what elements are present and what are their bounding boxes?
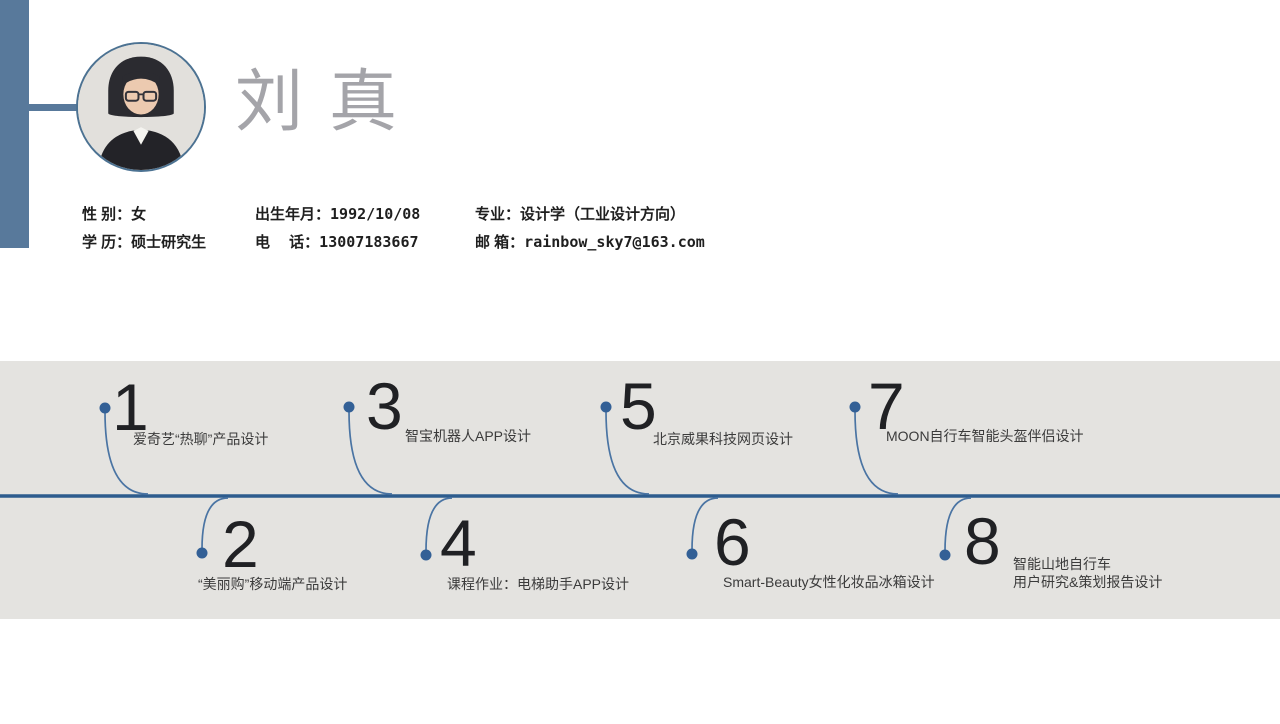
field-education: 学 历：硕士研究生: [82, 233, 207, 251]
field-label: 性 别：: [82, 206, 132, 223]
field-label: 邮 箱：: [475, 234, 525, 251]
field-label: 出生年月：: [255, 206, 331, 223]
field-value: rainbow_sky7@163.com: [524, 233, 705, 251]
profile-photo: [76, 42, 206, 172]
photo-connector-line: [29, 104, 80, 111]
field-label: 专业：: [475, 206, 521, 223]
timeline-number-6: 6: [714, 505, 751, 579]
timeline-number-1: 1: [112, 370, 149, 444]
avatar: [78, 44, 204, 170]
timeline-number-8: 8: [964, 504, 1001, 578]
timeline-label-1: 爱奇艺“热聊”产品设计: [133, 431, 269, 447]
timeline-label-6: Smart-Beauty女性化妆品冰箱设计: [723, 574, 935, 590]
timeline-number-7: 7: [868, 369, 905, 443]
timeline-number-5: 5: [620, 369, 657, 443]
field-gender: 性 别：女: [82, 205, 147, 223]
field-label: 学 历：: [82, 234, 132, 251]
field-birthdate: 出生年月：1992/10/08: [255, 205, 421, 223]
field-value: 13007183667: [319, 233, 419, 251]
field-label: 电 话：: [255, 234, 320, 251]
timeline-label-3: 智宝机器人APP设计: [405, 428, 532, 444]
field-email: 邮 箱：rainbow_sky7@163.com: [475, 233, 705, 251]
accent-bar: [0, 0, 29, 248]
field-value: 硕士研究生: [131, 233, 207, 251]
field-value: 设计学（工业设计方向）: [520, 205, 686, 223]
timeline-number-3: 3: [366, 369, 403, 443]
timeline-number-4: 4: [440, 506, 477, 580]
timeline-label-8-line1: 智能山地自行车: [1013, 556, 1111, 572]
timeline-label-8: 智能山地自行车 用户研究&策划报告设计: [1013, 556, 1162, 591]
timeline-label-8-line2: 用户研究&策划报告设计: [1013, 573, 1163, 590]
candidate-name: 刘真: [235, 64, 424, 140]
timeline-label-2: “美丽购”移动端产品设计: [198, 576, 348, 592]
field-value: 1992/10/08: [330, 205, 421, 223]
timeline-number-2: 2: [222, 507, 259, 581]
timeline-label-5: 北京威果科技网页设计: [653, 431, 793, 447]
timeline-label-7: MOON自行车智能头盔伴侣设计: [886, 428, 1084, 444]
timeline-label-4: 课程作业：电梯助手APP设计: [447, 576, 630, 592]
field-phone: 电 话：13007183667: [255, 233, 419, 251]
field-value: 女: [131, 205, 147, 223]
field-major: 专业：设计学（工业设计方向）: [475, 205, 686, 223]
